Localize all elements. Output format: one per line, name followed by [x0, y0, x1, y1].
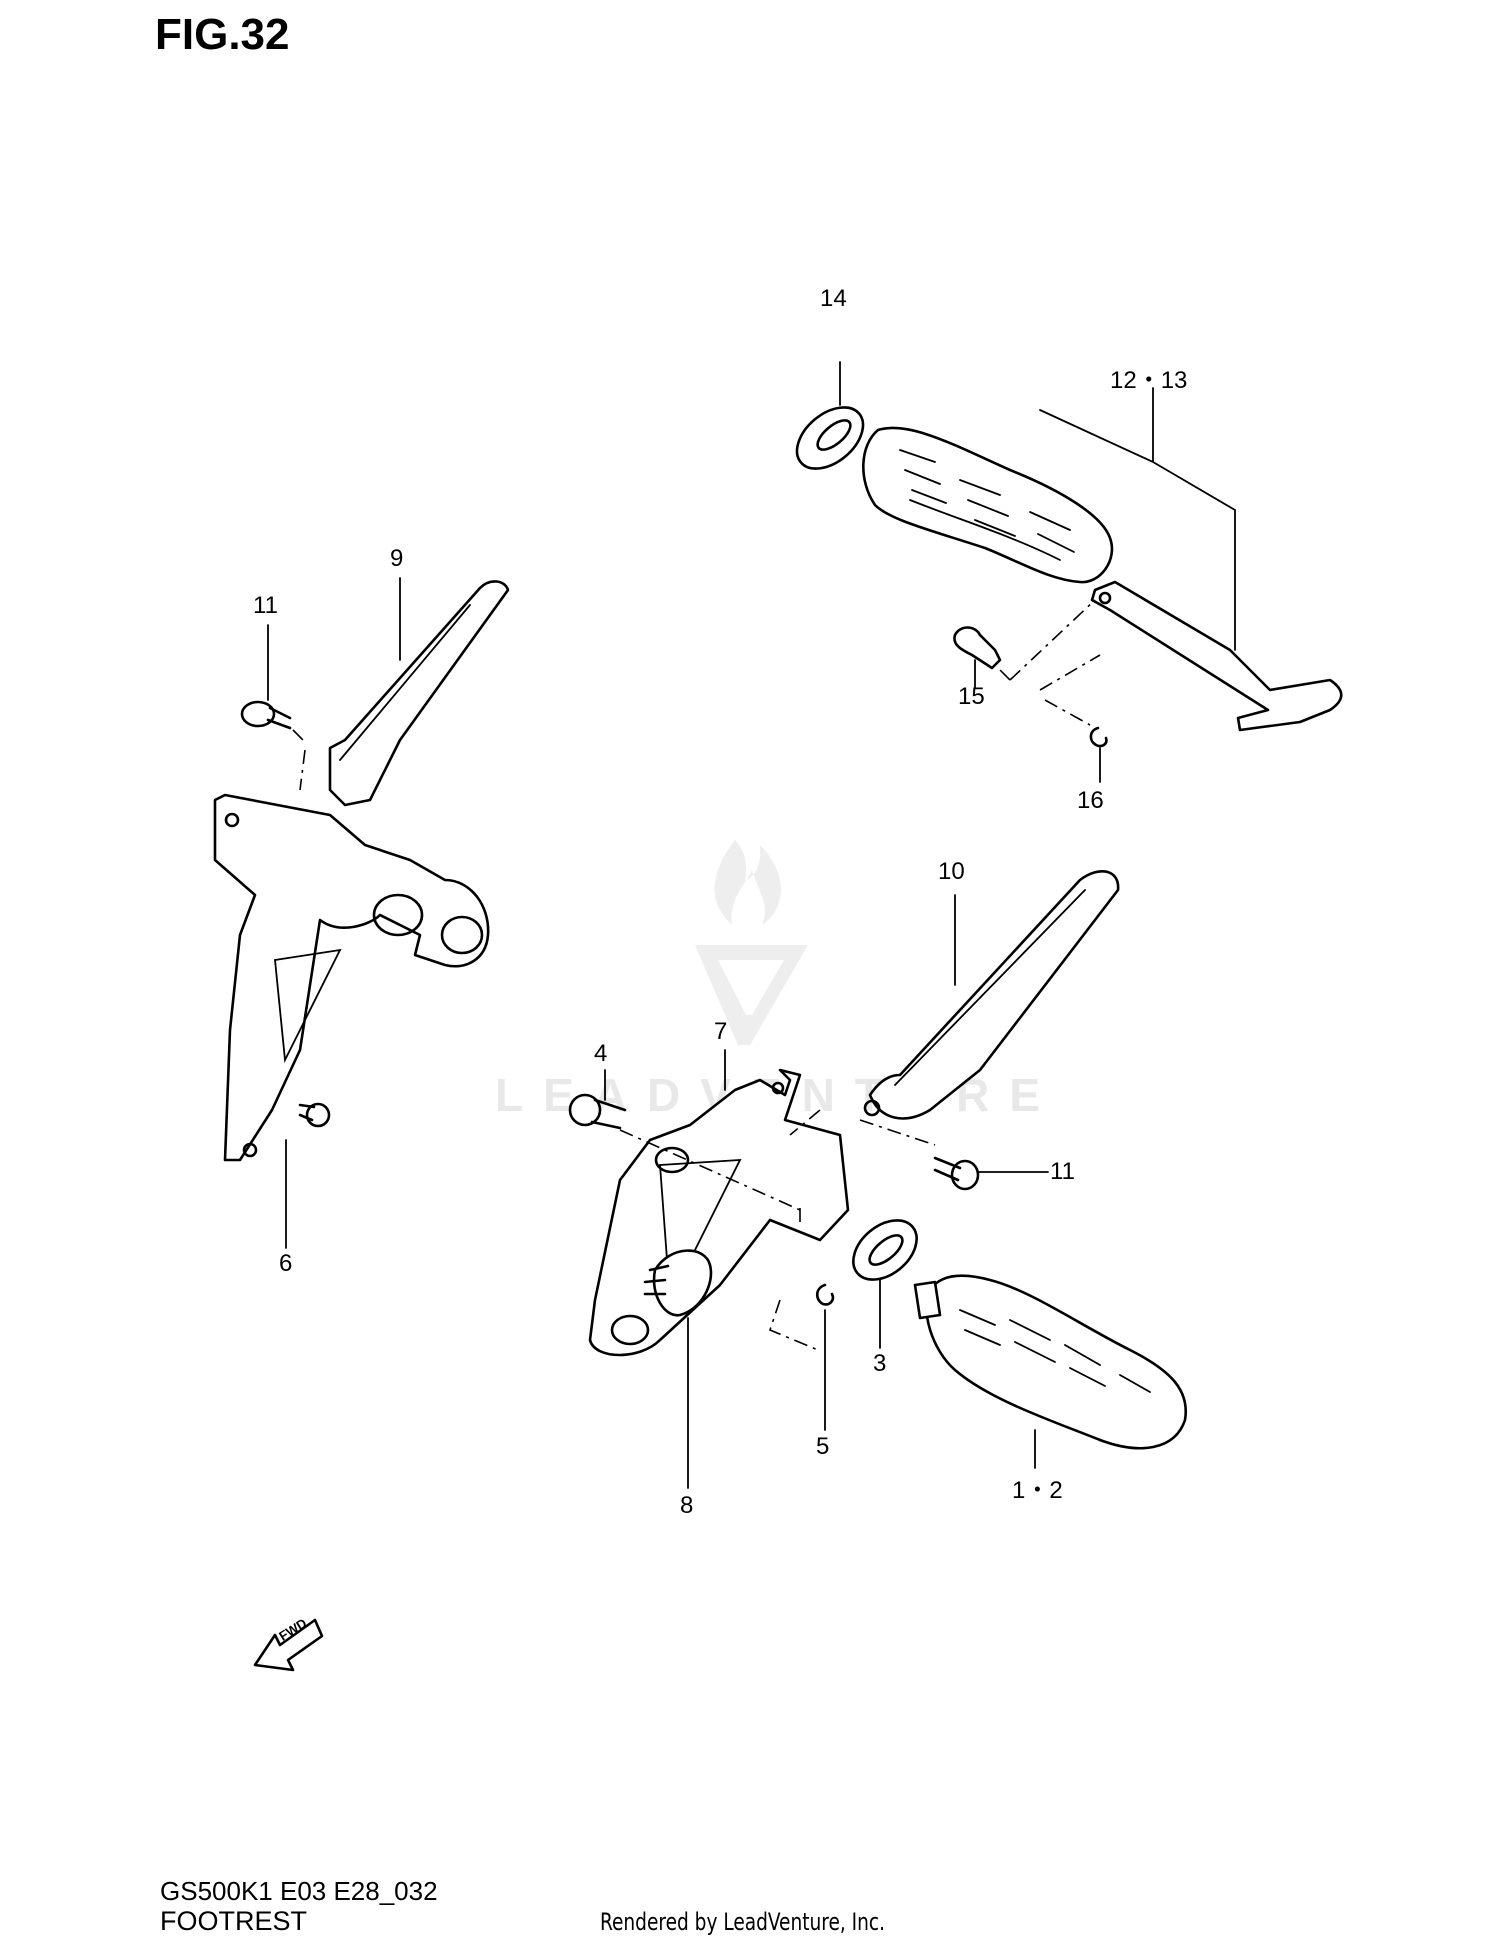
heel-guard-9	[328, 580, 510, 807]
callout-3: 3	[873, 1350, 887, 1377]
callout-9: 9	[390, 545, 404, 572]
footrest-bar	[1090, 580, 1343, 732]
pin-6	[298, 1102, 331, 1128]
callout-11-right: 11	[1050, 1158, 1075, 1185]
bolt-4	[568, 1093, 627, 1130]
footrest-rubber-12-13	[862, 426, 1114, 584]
model-code: GS500K1 E03 E28_032	[160, 1876, 438, 1906]
bolt-11-left	[240, 700, 292, 730]
callout-1-2: 1・2	[1012, 1477, 1063, 1504]
section-name: FOOTREST	[160, 1906, 307, 1936]
footrest-rubber-1-2	[913, 1274, 1188, 1450]
callout-16: 16	[1077, 787, 1104, 814]
render-credit: Rendered by LeadVenture, Inc.	[600, 1908, 886, 1936]
clip-16	[1089, 726, 1108, 748]
bolt-8	[643, 1249, 713, 1317]
callout-10: 10	[938, 858, 965, 885]
callout-12-13: 12・13	[1110, 367, 1188, 394]
watermark-logo-icon	[695, 840, 808, 1045]
figure-title: FIG.32	[155, 10, 290, 59]
forward-arrow-icon	[253, 1618, 324, 1672]
rubber-washer-3	[852, 1219, 918, 1281]
rubber-washer-14	[795, 406, 865, 470]
bolt-15	[953, 626, 1002, 670]
right-footrest-bracket-7	[588, 1068, 850, 1357]
callout-15: 15	[958, 683, 985, 710]
leader-lines	[267, 361, 1236, 1489]
clip-5	[815, 1283, 835, 1306]
callout-6: 6	[279, 1250, 293, 1277]
heel-guard-10	[863, 870, 1120, 1120]
callout-4: 4	[594, 1040, 608, 1067]
callout-5: 5	[816, 1433, 830, 1460]
callout-14: 14	[820, 285, 847, 312]
callout-7: 7	[714, 1018, 728, 1045]
bolt-11-right	[933, 1156, 980, 1191]
callout-8: 8	[680, 1492, 694, 1519]
callout-11-left: 11	[253, 592, 278, 619]
left-footrest-bracket-6	[213, 793, 490, 1162]
